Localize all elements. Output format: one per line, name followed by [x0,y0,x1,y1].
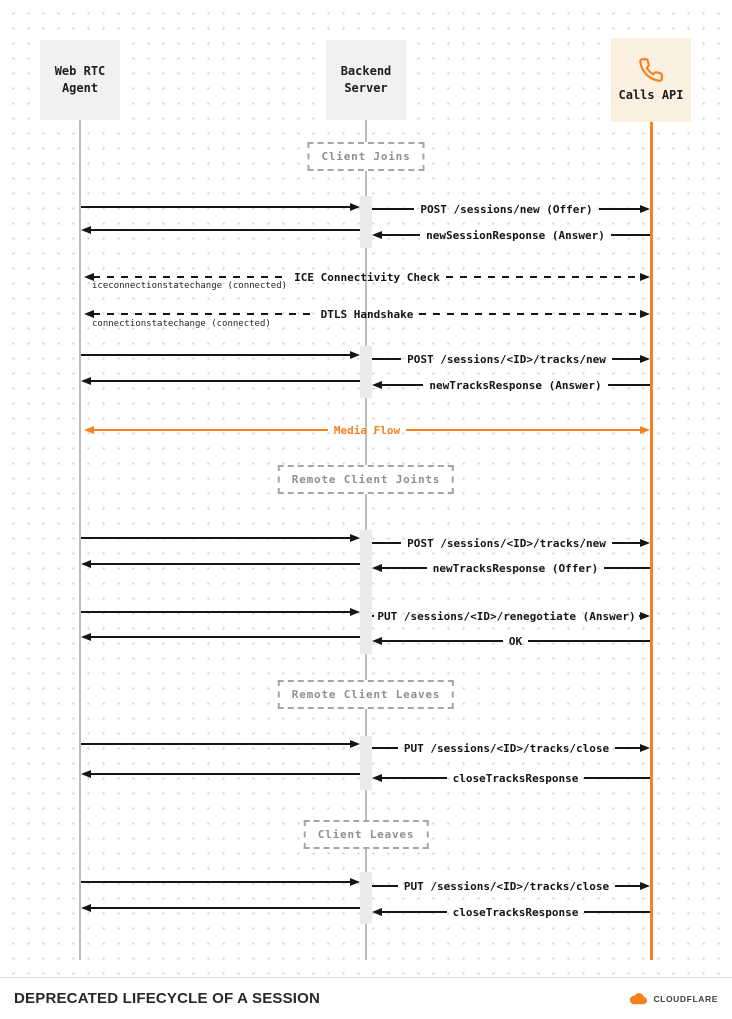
arrowhead-right [350,740,360,748]
message-label: OK [508,634,523,648]
message-forward-line [81,199,360,215]
message-forward-line [81,604,360,620]
section-remote-client-joins: Remote Client Joints [277,465,455,494]
arrowhead-right [350,608,360,616]
actor-backend-server: Backend Server [326,40,406,120]
diagram-title: DEPRECATED LIFECYCLE OF A SESSION [14,990,321,1007]
arrowhead-left [81,633,91,641]
message-close-tracks-response-2: closeTracksResponse [372,904,650,920]
message-label: ICE Connectivity Check [294,270,440,284]
activation-bar [360,530,372,654]
actor-calls-api: Calls API [611,38,691,122]
message-label: PUT /sessions/<ID>/renegotiate (Answer) [377,609,636,623]
arrowhead-right [350,878,360,886]
message-return-line [81,900,360,916]
message-label: newTracksResponse (Offer) [432,561,599,575]
arrowhead-right [640,426,651,434]
arrowhead-left [372,908,382,916]
actor-label: Agent [61,81,99,95]
arrowhead-right [640,612,650,620]
arrowhead-left [84,310,94,318]
arrowhead-right [640,539,650,547]
message-ok: OK [372,633,650,649]
message-label: newTracksResponse (Answer) [429,378,602,392]
message-label: POST /sessions/<ID>/tracks/new [407,536,606,550]
message-forward-line [81,736,360,752]
lifeline-calls-api [650,122,653,960]
section-client-joins: Client Joins [307,142,425,171]
arrowhead-right [640,355,650,363]
message-forward-line [81,347,360,363]
message-label: DTLS Handshake [320,307,414,321]
message-label: POST /sessions/new (Offer) [420,202,593,216]
message-label: closeTracksResponse [452,905,579,919]
message-put-tracks-close-1: PUT /sessions/<ID>/tracks/close [372,740,650,756]
message-new-session-response: newSessionResponse (Answer) [372,227,650,243]
message-label: PUT /sessions/<ID>/tracks/close [403,741,610,755]
message-ice-connectivity-check: ICE Connectivity Check [84,269,651,285]
message-dtls-handshake: DTLS Handshake [84,306,650,322]
message-label: PUT /sessions/<ID>/tracks/close [403,879,610,893]
arrowhead-right [350,534,360,542]
activation-bar [360,736,372,790]
arrowhead-right [350,203,360,211]
arrowhead-left [84,273,94,281]
arrowhead-right [640,744,650,752]
cloudflare-logo: CLOUDFLARE [627,992,718,1005]
arrowhead-right [640,882,650,890]
message-label: Media Flow [333,423,401,437]
arrowhead-left [372,381,382,389]
arrowhead-left [372,564,382,572]
message-media-flow: Media Flow [84,422,651,438]
arrowhead-left [81,904,91,912]
message-post-tracks-new-1: POST /sessions/<ID>/tracks/new [372,351,650,367]
arrowhead-left [81,226,91,234]
note-iceconnectionstatechange: iceconnectionstatechange (connected) [92,281,288,291]
message-put-tracks-close-2: PUT /sessions/<ID>/tracks/close [372,878,650,894]
actor-label: Web RTC [54,64,106,79]
message-new-tracks-response-answer: newTracksResponse (Answer) [372,377,650,393]
lifeline-webrtc-agent [79,120,81,960]
cloudflare-wordmark: CLOUDFLARE [653,993,718,1004]
message-label: POST /sessions/<ID>/tracks/new [407,352,606,366]
activation-bar [360,346,372,398]
message-return-line [81,373,360,389]
actor-label: Server [344,81,388,95]
message-new-tracks-response-offer: newTracksResponse (Offer) [372,560,651,576]
message-close-tracks-response-1: closeTracksResponse [372,770,650,786]
message-forward-line [81,530,360,546]
arrowhead-right [640,310,650,318]
cloudflare-cloud-icon [630,993,648,1005]
section-client-leaves: Client Leaves [303,820,429,849]
actor-label: Backend [340,64,392,79]
arrowhead-right [640,205,650,213]
message-label: newSessionResponse (Answer) [426,228,605,242]
note-connectionstatechange: connectionstatechange (connected) [92,319,271,329]
section-remote-client-leaves: Remote Client Leaves [277,680,455,709]
message-label: closeTracksResponse [452,771,579,785]
message-return-line [81,766,360,782]
arrowhead-left [372,231,382,239]
arrowhead-left [372,774,382,782]
activation-bar [360,872,372,924]
message-forward-line [81,874,360,890]
actor-webrtc-agent: Web RTC Agent [40,40,120,120]
arrowhead-left [372,637,382,645]
message-post-sessions-new: POST /sessions/new (Offer) [372,201,650,217]
activation-bar [360,196,372,248]
arrowhead-right [640,273,651,281]
arrowhead-left [81,377,91,385]
arrowhead-left [81,770,91,778]
message-return-line [81,629,360,645]
footer: DEPRECATED LIFECYCLE OF A SESSION CLOUDF… [0,977,732,1019]
actor-label: Calls API [618,87,684,102]
message-return-line [81,556,360,572]
arrowhead-left [84,426,94,434]
message-return-line [81,222,360,238]
message-post-tracks-new-2: POST /sessions/<ID>/tracks/new [372,535,650,551]
arrowhead-right [350,351,360,359]
phone-icon [639,57,663,82]
message-put-renegotiate: PUT /sessions/<ID>/renegotiate (Answer) [372,608,650,624]
arrowhead-left [81,560,91,568]
